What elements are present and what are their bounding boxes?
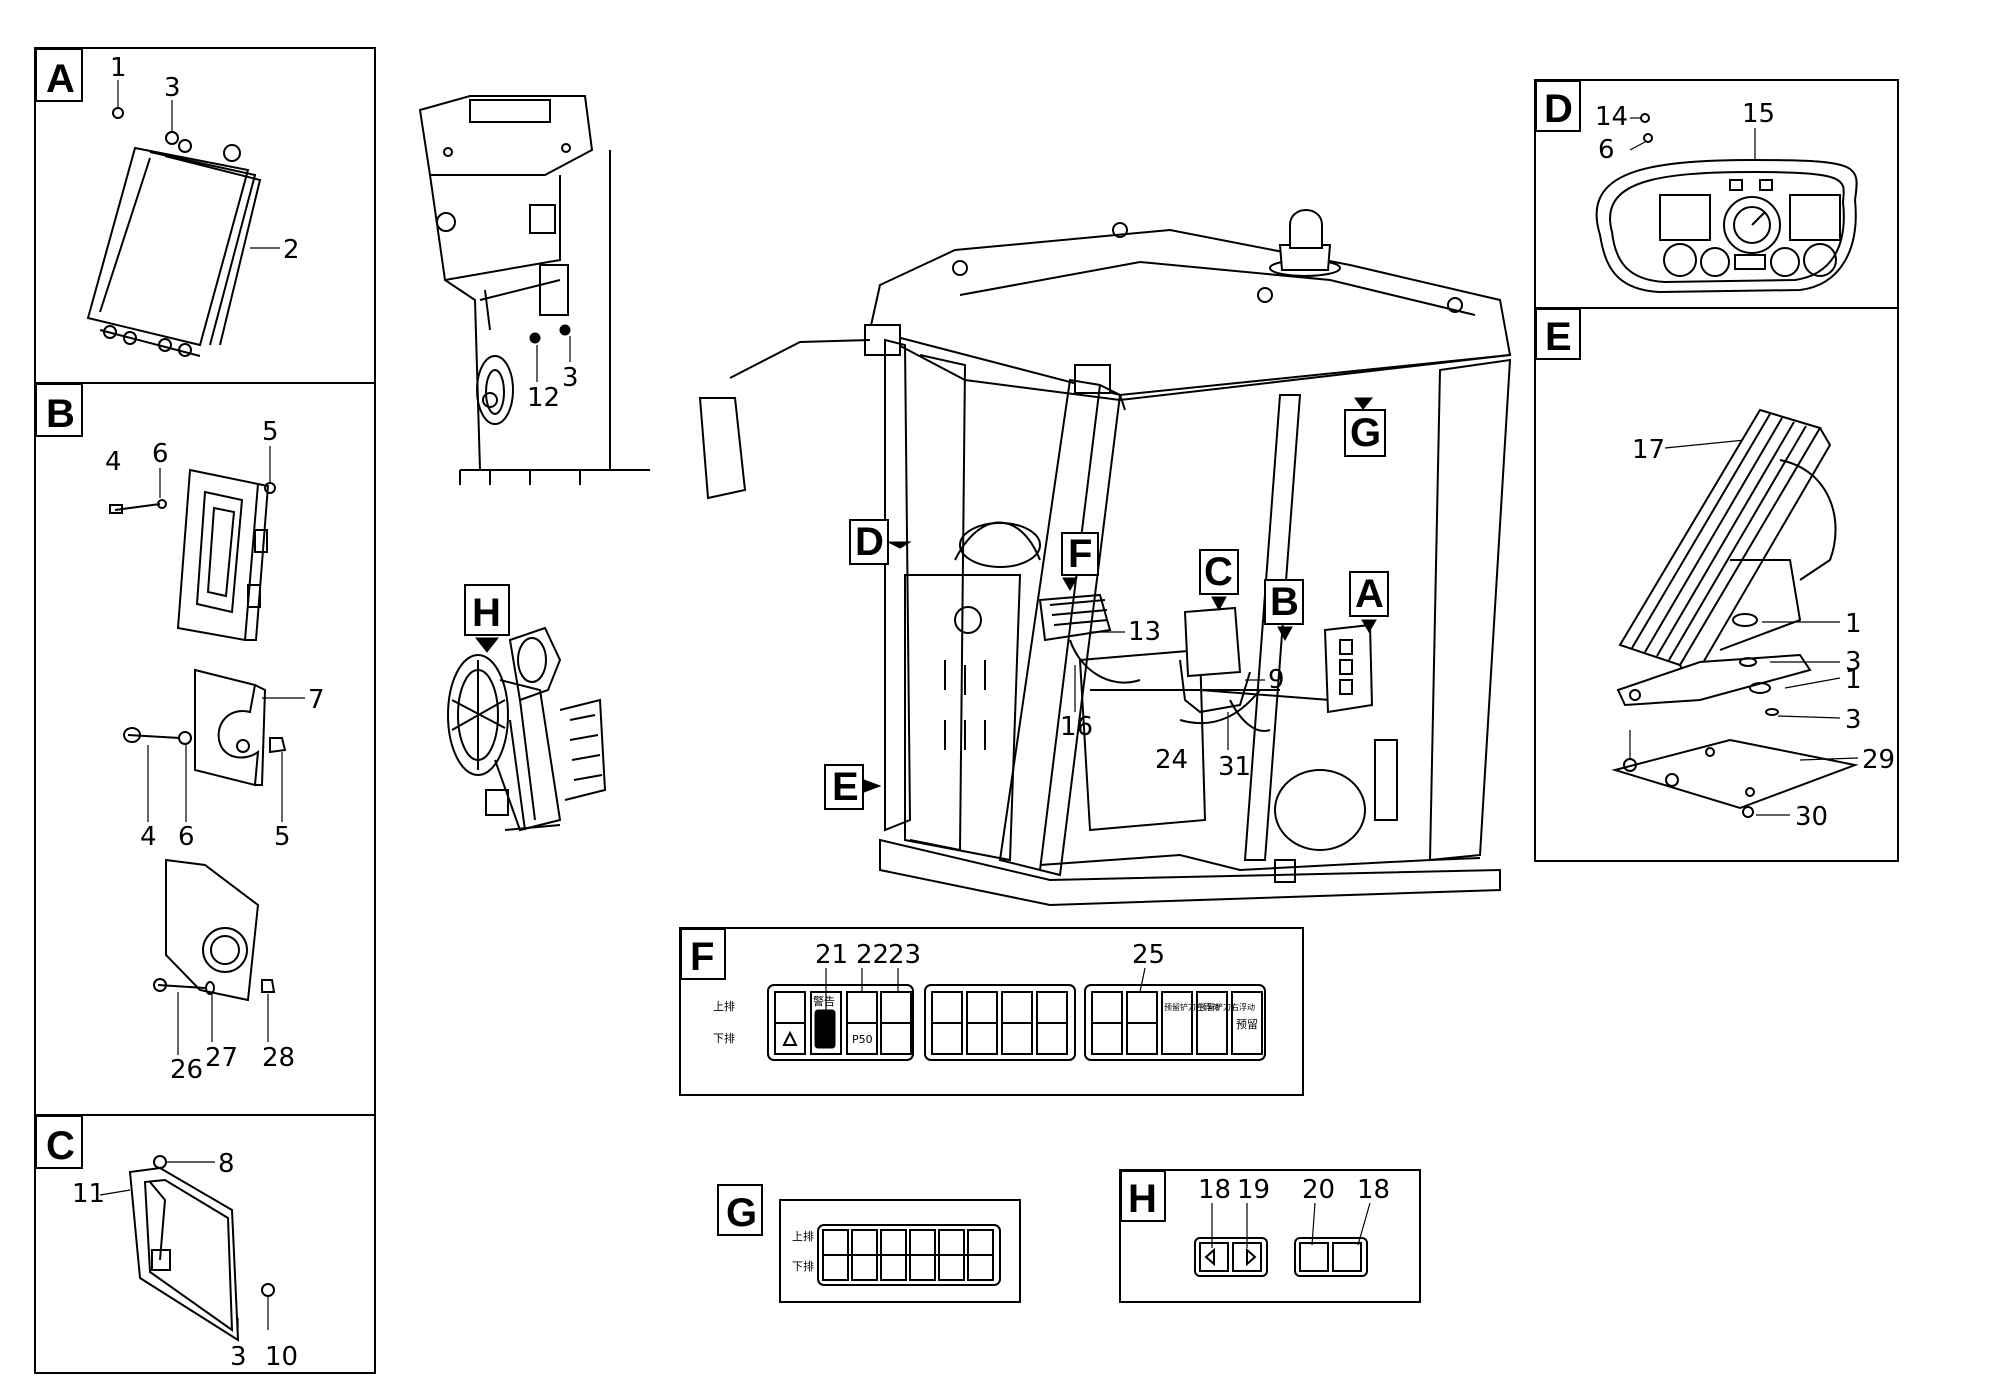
panel-b-label-7: 7 — [308, 685, 325, 715]
panel-e-label-30: 30 — [1795, 802, 1828, 832]
panel-e-label-3a: 3 — [1845, 647, 1862, 677]
panel-b-label-5a: 5 — [262, 417, 279, 447]
switch-blade-left-text: 预留铲刀左浮动 — [1164, 1002, 1220, 1012]
panel-b-label-26: 26 — [170, 1055, 203, 1085]
callout-d: D — [849, 519, 912, 565]
panel-e-label-17: 17 — [1632, 435, 1665, 465]
panel-d-tag: D — [1544, 87, 1573, 131]
svg-text:A: A — [1355, 572, 1384, 616]
panel-f: F 上排 下排 警告 P50 21 22 23 预留铲刀左浮 — [679, 927, 1304, 1096]
callout-f: F — [1061, 532, 1099, 591]
panel-h-label-18a: 18 — [1198, 1175, 1231, 1205]
callout-a: A — [1349, 571, 1389, 633]
panel-b-label-6b: 6 — [178, 822, 195, 852]
panel-d-label-14: 14 — [1595, 102, 1628, 132]
panel-e-tag: E — [1545, 315, 1572, 359]
panel-b-tag: B — [46, 392, 75, 436]
switch-p50-text: P50 — [852, 1033, 873, 1046]
panel-h-tag: H — [1128, 1177, 1157, 1221]
callout-e: E — [824, 764, 882, 810]
panel-h: H 18 19 20 18 — [1119, 1169, 1421, 1303]
panel-f-tag: F — [690, 935, 714, 979]
panel-c-label-10: 10 — [265, 1342, 298, 1372]
switch-blade-right-text: 预留铲刀右浮动 — [1199, 1002, 1255, 1012]
svg-text:C: C — [1204, 550, 1233, 594]
panel-c-tag: C — [46, 1124, 75, 1168]
svg-text:E: E — [832, 765, 859, 809]
callout-c: C — [1199, 549, 1239, 612]
panel-a-label-1: 1 — [110, 53, 127, 83]
column-h-tag: H — [472, 591, 501, 635]
switch-warning-text: 警告 — [813, 994, 835, 1008]
panel-g-row-lower: 下排 — [792, 1259, 814, 1273]
panel-b-label-6a: 6 — [152, 439, 169, 469]
callout-g: G — [1344, 397, 1386, 457]
panel-c: C 8 11 3 10 — [35, 1115, 298, 1372]
left-panel-frames — [34, 47, 376, 1374]
panel-b-label-5b: 5 — [274, 822, 291, 852]
panel-b-label-4a: 4 — [105, 447, 122, 477]
panel-g: G 上排 下排 — [717, 1184, 1021, 1303]
svg-text:F: F — [1068, 532, 1092, 576]
panel-b: B 4 6 5 7 4 6 5 — [35, 383, 325, 1085]
svg-text:D: D — [855, 520, 884, 564]
cab-label-9: 9 — [1268, 665, 1285, 695]
panel-b-label-27: 27 — [205, 1043, 238, 1073]
panel-f-label-21: 21 — [815, 940, 848, 970]
controller-box — [86, 139, 262, 357]
panel-f-label-22: 22 — [856, 940, 889, 970]
panel-f-row-upper: 上排 — [713, 999, 735, 1013]
panel-d-label-15: 15 — [1742, 99, 1775, 129]
panel-h-label-20: 20 — [1302, 1175, 1335, 1205]
panel-f-label-25: 25 — [1132, 940, 1165, 970]
column-label-3: 3 — [562, 363, 579, 393]
cab-label-13: 13 — [1128, 617, 1161, 647]
cab-label-31: 31 — [1218, 752, 1251, 782]
panel-d-label-6: 6 — [1598, 135, 1615, 165]
cab-label-24: 24 — [1155, 745, 1188, 775]
panel-g-tag: G — [726, 1191, 757, 1235]
panel-e: E 17 1 3 1 3 29 — [1534, 307, 1899, 862]
panel-h-label-18b: 18 — [1357, 1175, 1390, 1205]
callout-b: B — [1264, 579, 1304, 642]
panel-c-label-3: 3 — [230, 1342, 247, 1372]
instrument-cluster — [1595, 158, 1858, 294]
panel-e-label-3b: 3 — [1845, 705, 1862, 735]
panel-b-label-4b: 4 — [140, 822, 157, 852]
panel-a: A 1 3 2 — [35, 48, 300, 357]
panel-e-label-29: 29 — [1862, 745, 1895, 775]
panel-f-row-lower: 下排 — [713, 1031, 735, 1045]
cab-label-16: 16 — [1060, 712, 1093, 742]
panel-h-label-19: 19 — [1237, 1175, 1270, 1205]
panel-c-label-11: 11 — [72, 1179, 105, 1209]
panel-c-label-8: 8 — [218, 1149, 235, 1179]
panel-e-label-1a: 1 — [1845, 609, 1862, 639]
panel-g-row-upper: 上排 — [792, 1229, 814, 1243]
panel-a-tag: A — [46, 57, 75, 101]
switch-reserve-text: 预留 — [1236, 1018, 1258, 1031]
steering-column-view: 12 3 — [418, 95, 650, 485]
column-h-view: H — [447, 584, 607, 832]
panel-e-label-1b: 1 — [1845, 665, 1862, 695]
svg-text:G: G — [1350, 411, 1381, 455]
cab-main-view: D F C B A G E — [698, 209, 1512, 907]
svg-text:B: B — [1270, 580, 1299, 624]
panel-b-label-28: 28 — [262, 1043, 295, 1073]
panel-f-label-23: 23 — [888, 940, 921, 970]
accelerator-pedal — [1611, 408, 1859, 818]
panel-a-label-2: 2 — [283, 235, 300, 265]
column-label-12: 12 — [527, 383, 560, 413]
panel-d: D 14 6 15 — [1534, 79, 1899, 309]
panel-a-label-3: 3 — [164, 73, 181, 103]
